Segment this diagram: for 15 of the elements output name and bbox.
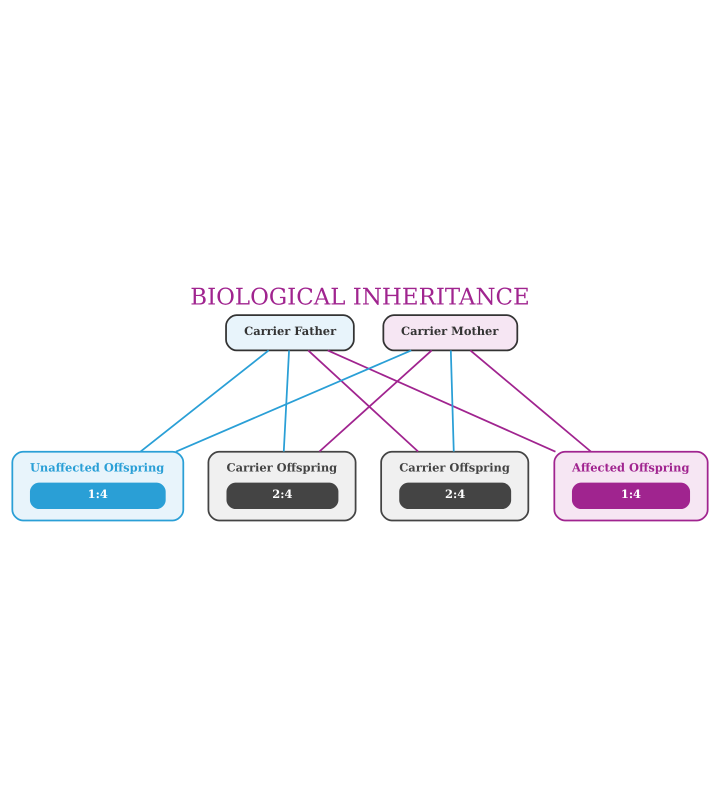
node-box: Carrier Mother xyxy=(382,314,518,351)
node-box: Carrier Offspring 2:4 xyxy=(380,450,530,521)
node-box: Unaffected Offspring 1:4 xyxy=(11,450,184,521)
node-box: Carrier Father xyxy=(225,314,355,351)
connector xyxy=(140,349,270,452)
connector xyxy=(308,349,419,452)
connector xyxy=(176,349,412,452)
node-box: Carrier Offspring 2:4 xyxy=(208,450,356,521)
connector xyxy=(470,349,592,452)
diagram-title: BIOLOGICAL INHERITANCE xyxy=(190,284,530,310)
node-box: Affected Offspring 1:4 xyxy=(553,450,709,521)
connector xyxy=(318,349,432,452)
connector xyxy=(327,349,556,452)
connector xyxy=(282,350,290,452)
connector xyxy=(450,350,455,452)
